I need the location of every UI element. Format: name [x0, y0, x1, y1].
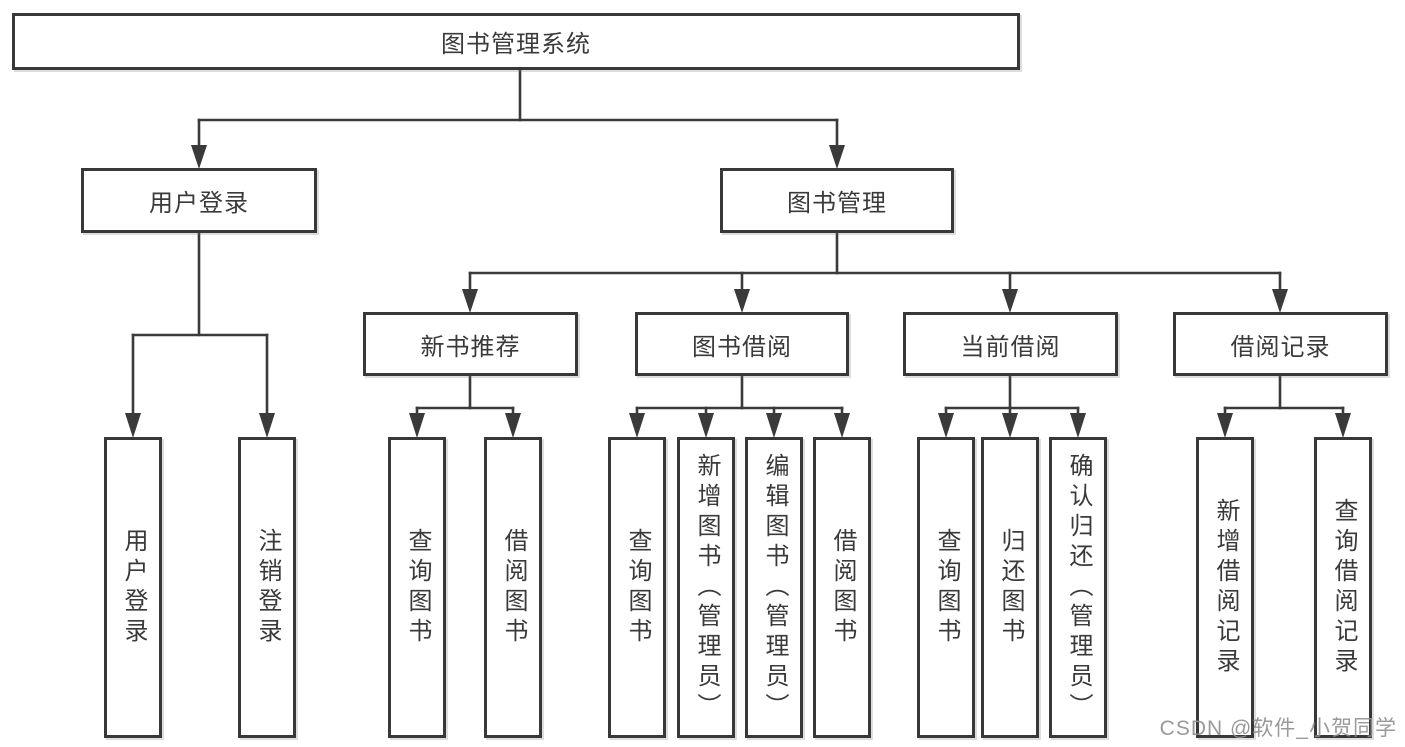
- node-user-login-label: 用户登录: [149, 190, 249, 217]
- leaf-label: 借阅图书: [829, 527, 856, 648]
- leaf-logout-login: 注销登录: [238, 437, 296, 738]
- node-root-label: 图书管理系统: [441, 31, 591, 58]
- leaf-add-borrow-record: 新增借阅记录: [1196, 437, 1254, 738]
- leaf-label: 新增图书（管理员）: [693, 452, 720, 723]
- leaf-query-borrow-record: 查询借阅记录: [1314, 437, 1372, 738]
- leaf-query-book-3: 查询图书: [917, 437, 975, 738]
- leaf-edit-book-admin: 编辑图书（管理员）: [745, 437, 803, 738]
- leaf-label: 注销登录: [254, 527, 281, 648]
- node-current-borrow-label: 当前借阅: [960, 333, 1061, 361]
- leaf-return-book: 归还图书: [981, 437, 1039, 738]
- node-new-books-label: 新书推荐: [420, 333, 521, 361]
- node-book-mgmt-label: 图书管理: [787, 190, 887, 217]
- leaf-borrow-book: 借阅图书: [484, 437, 542, 738]
- leaf-label: 确认归还（管理员）: [1065, 452, 1092, 723]
- leaf-label: 编辑图书（管理员）: [761, 452, 788, 723]
- csdn-watermark: CSDN @软件_小贺同学: [1159, 717, 1397, 740]
- leaf-label: 归还图书: [997, 527, 1024, 648]
- node-book-mgmt: 图书管理: [720, 168, 954, 233]
- leaf-query-book-2: 查询图书: [608, 437, 666, 738]
- node-user-login: 用户登录: [81, 168, 317, 233]
- leaf-label: 借阅图书: [500, 527, 527, 648]
- node-new-books: 新书推荐: [363, 312, 578, 376]
- leaf-user-login: 用户登录: [104, 437, 162, 738]
- arrowheads: [125, 145, 1351, 438]
- node-borrow-records-label: 借阅记录: [1230, 333, 1331, 361]
- leaf-add-book-admin: 新增图书（管理员）: [677, 437, 735, 738]
- leaf-label: 查询借阅记录: [1330, 497, 1357, 678]
- node-book-borrow: 图书借阅: [635, 312, 849, 376]
- leaf-query-book: 查询图书: [388, 437, 446, 738]
- leaf-label: 查询图书: [624, 527, 651, 648]
- leaf-label: 新增借阅记录: [1212, 497, 1239, 678]
- leaf-label: 查询图书: [404, 527, 431, 648]
- node-root: 图书管理系统: [12, 13, 1020, 70]
- leaf-borrow-book-2: 借阅图书: [813, 437, 871, 738]
- leaf-confirm-return-admin: 确认归还（管理员）: [1049, 437, 1107, 738]
- leaf-label: 查询图书: [933, 527, 960, 648]
- node-borrow-records: 借阅记录: [1173, 312, 1388, 376]
- node-current-borrow: 当前借阅: [903, 312, 1118, 376]
- node-book-borrow-label: 图书借阅: [692, 333, 792, 361]
- leaf-label: 用户登录: [120, 527, 147, 648]
